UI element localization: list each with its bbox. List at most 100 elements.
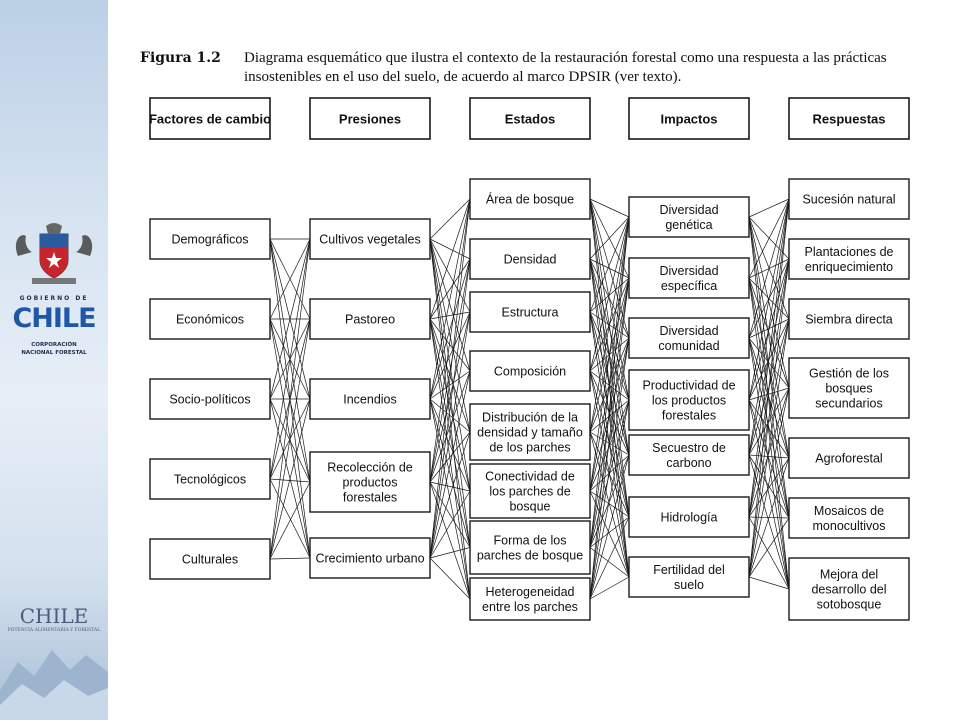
connector-line	[429, 238, 471, 260]
node-box	[469, 463, 591, 519]
figure-caption: Diagrama esquemático que ilustra el cont…	[244, 50, 887, 85]
connector-line	[748, 399, 790, 459]
node-box	[309, 298, 431, 340]
connector-line	[748, 277, 790, 389]
connector-line	[748, 337, 790, 389]
connector-line	[589, 337, 630, 600]
connector-lines	[269, 198, 790, 600]
node-box	[469, 577, 591, 621]
node-box	[788, 298, 910, 340]
connector-line	[429, 557, 471, 600]
node-box	[788, 178, 910, 220]
node-hidrologia: Hidrología	[628, 496, 750, 538]
connector-line	[748, 399, 790, 519]
connector-line	[748, 277, 790, 590]
connector-line	[429, 258, 471, 320]
node-label: Sucesión natural	[802, 193, 895, 207]
node-label: Agroforestal	[815, 452, 882, 466]
conaf-label-line2: NACIONAL FORESTAL	[21, 350, 87, 356]
connector-line	[429, 198, 471, 400]
node-box	[788, 437, 910, 479]
chile-brand-logo: CHILE	[19, 604, 89, 628]
column-header-label: Impactos	[660, 112, 717, 127]
connector-line	[748, 198, 790, 339]
connector-line	[429, 398, 471, 433]
connector-line	[748, 387, 790, 456]
connector-line	[429, 238, 471, 313]
connector-line	[748, 198, 790, 279]
conaf-label-line1: CORPORACIÓN	[31, 342, 77, 348]
connector-line	[748, 454, 790, 459]
connector-line	[269, 238, 311, 400]
node-box	[149, 218, 271, 260]
node-box	[469, 238, 591, 280]
node-box	[469, 403, 591, 461]
node-label: Tecnológicos	[174, 473, 246, 487]
connector-line	[429, 258, 471, 559]
connector-line	[429, 198, 471, 240]
node-box	[788, 557, 910, 621]
node-box	[628, 369, 750, 431]
connector-line	[269, 318, 311, 560]
connector-line	[748, 337, 790, 459]
node-agroforestal: Agroforestal	[788, 437, 910, 479]
node-label: Incendios	[343, 393, 397, 407]
connector-line	[429, 198, 471, 559]
node-siembra-directa: Siembra directa	[788, 298, 910, 340]
connector-line	[429, 258, 471, 483]
connector-line	[748, 387, 790, 518]
node-box	[149, 538, 271, 580]
node-densidad: Densidad	[469, 238, 591, 280]
connector-line	[748, 198, 790, 518]
connector-line	[589, 399, 630, 492]
node-label: Culturales	[182, 553, 238, 567]
node-culturales: Culturales	[149, 538, 271, 580]
node-pastoreo: Pastoreo	[309, 298, 431, 340]
connector-line	[589, 216, 630, 548]
connector-line	[429, 481, 471, 548]
node-crecimiento-urbano: Crecimiento urbano	[309, 537, 431, 579]
connector-line	[429, 238, 471, 548]
connector-line	[429, 311, 471, 559]
connector-line	[269, 238, 311, 320]
gobierno-de-label: GOBIERNO DE	[19, 295, 89, 302]
node-label: Densidad	[504, 253, 557, 267]
connector-line	[748, 387, 790, 401]
connector-line	[748, 277, 790, 459]
column-header-label: Estados	[505, 112, 556, 127]
node-box	[469, 178, 591, 220]
connector-line	[429, 198, 471, 483]
connector-line	[748, 516, 790, 590]
connector-line	[748, 216, 790, 590]
connector-line	[429, 547, 471, 559]
connector-line	[429, 258, 471, 400]
column-header-box	[309, 97, 431, 140]
column-header-box	[628, 97, 750, 140]
connector-line	[748, 258, 790, 401]
connector-line	[429, 370, 471, 559]
node-box	[628, 317, 750, 359]
connector-line	[429, 481, 471, 600]
connector-line	[589, 337, 630, 548]
node-box	[628, 434, 750, 476]
connector-line	[269, 478, 311, 559]
column-header-label: Factores de cambio	[149, 112, 271, 127]
connector-line	[269, 481, 311, 560]
column-header-box	[149, 97, 271, 140]
node-box	[628, 257, 750, 299]
